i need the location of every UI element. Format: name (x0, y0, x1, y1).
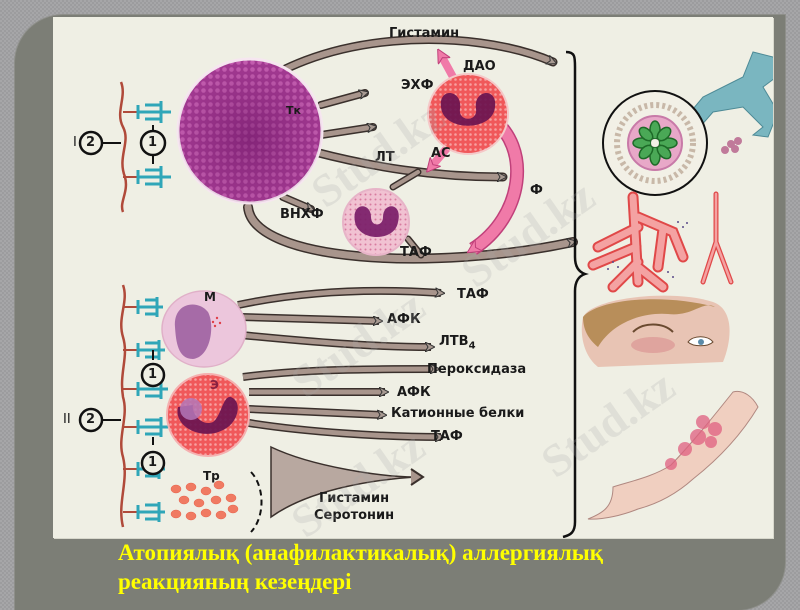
basophil-cell (427, 73, 509, 155)
allergy-diagram (78, 35, 773, 538)
bronchus-illustration (602, 51, 773, 196)
slide-title-line-2: реакцияның кезеңдері (118, 569, 352, 594)
eosinophil-cell (166, 373, 250, 457)
lt-label: ЛТ (375, 150, 395, 165)
stage-1-label: I (73, 135, 77, 150)
afk-1-label: АФК (387, 312, 421, 327)
slide-title: Атопиялық (анафилактикалық) аллергиялық … (118, 538, 718, 596)
vnhf-label: ВНХФ (280, 207, 324, 222)
macrophage-label: М (204, 290, 216, 304)
diagram-card: I 2 1 II 2 1 1 Тк М Э Тр Гистамин ЭХФ ДА… (53, 17, 773, 538)
platelet-dashed-boundary (250, 471, 263, 533)
ecf-label: ЭХФ (401, 78, 434, 93)
swollen-eye-illustration (581, 295, 730, 367)
urticaria-arm-illustration (587, 390, 759, 520)
platelets (170, 480, 239, 521)
taf-2-label: ТАФ (431, 429, 463, 444)
as-label: АС (431, 146, 451, 161)
ltb4-text: ЛТВ (439, 334, 469, 349)
stage-1-step-1: 1 (148, 135, 158, 150)
serotonin-label: Серотонин (314, 508, 395, 523)
f-label: Ф (530, 183, 543, 198)
stage-2-label: II (63, 412, 71, 427)
taf-stage1-label: ТАФ (400, 245, 432, 260)
cationic-proteins-label: Катионные белки (391, 406, 525, 421)
platelets-label: Тр (203, 469, 220, 483)
stage-1-step-markers (78, 129, 167, 157)
stage-2-step-1-bottom: 1 (148, 455, 158, 470)
histamine-2-label: Гистамин (319, 491, 390, 506)
curly-brace (562, 50, 589, 538)
mast-cell-label: Тк (286, 104, 301, 117)
ltb4-subscript: 4 (468, 340, 476, 352)
histamine-label: Гистамин (389, 26, 460, 41)
ltb4-label: ЛТВ4 (439, 335, 476, 352)
dao-label: ДАО (463, 59, 496, 74)
stage-1-step-2: 2 (86, 135, 96, 150)
macrophage-cell (161, 290, 247, 368)
mast-cell (176, 57, 324, 205)
peroxidase-label: Пероксидаза (427, 362, 527, 377)
stage-2-step-1-top: 1 (148, 367, 158, 382)
stage-2-step-2: 2 (86, 412, 96, 427)
slide-title-line-1: Атопиялық (анафилактикалық) аллергиялық (118, 540, 603, 565)
taf-1-label: ТАФ (457, 287, 489, 302)
eosinophil-label: Э (210, 378, 219, 392)
blood-vessels-illustration (587, 191, 734, 293)
stage-2-step-markers (78, 362, 166, 476)
stage-2-receptors (120, 284, 168, 528)
stage-2-arrows (237, 286, 441, 519)
afk-2-label: АФК (397, 385, 431, 400)
neutrophil-cell (342, 188, 410, 256)
